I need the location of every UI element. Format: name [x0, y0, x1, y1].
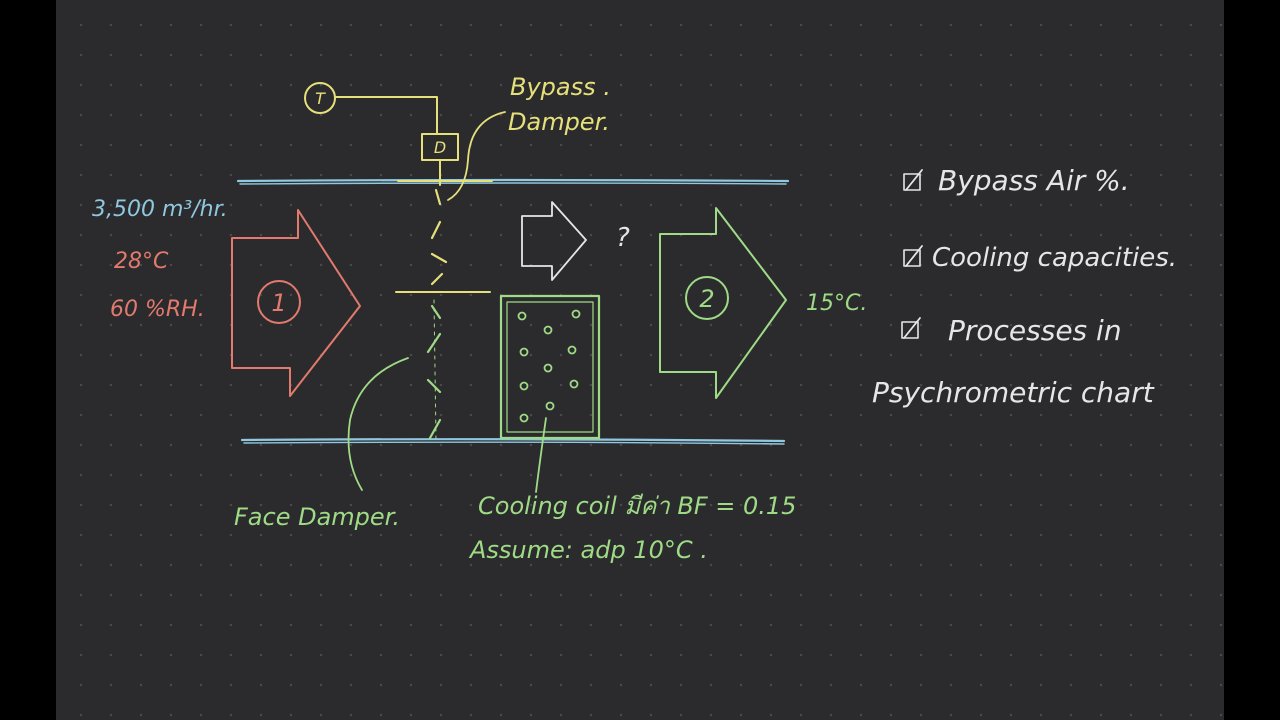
face-damper-label: Face Damper.: [234, 503, 400, 531]
checkmark: [903, 317, 921, 339]
inlet-air-arrow: [231, 209, 361, 397]
bypass-unknown-label: ?: [616, 223, 630, 253]
outlet-air-arrow: [659, 207, 787, 399]
duct-top-wall-2: [239, 182, 787, 185]
checklist-item-text: Bypass Air %.: [938, 164, 1130, 197]
blade: [430, 272, 444, 286]
duct-bottom-wall: [240, 438, 786, 443]
coil-dot: [569, 379, 579, 389]
coil-leader: [535, 417, 547, 493]
cooling-coil-inner: [506, 301, 594, 433]
coil-dot: [543, 363, 553, 373]
coil-dot: [567, 345, 577, 355]
coil-dot: [519, 381, 529, 391]
duct-top-wall: [236, 178, 790, 183]
state-1-marker: [257, 280, 301, 324]
state-1-label: 1: [271, 289, 286, 317]
checkmark: [905, 169, 923, 191]
blade: [428, 418, 442, 440]
checklist-item-text: Processes in: [948, 314, 1122, 347]
control-wire: [335, 96, 438, 135]
whiteboard-canvas: [56, 0, 1224, 720]
blade: [426, 378, 442, 394]
face-damper-blades: [426, 299, 442, 441]
flow-rate-label: 3,500 m³/hr.: [92, 197, 228, 222]
duct: [236, 178, 790, 445]
outlet-temperature: 15°C.: [806, 291, 867, 316]
coil-dot: [543, 325, 553, 335]
blade: [430, 252, 448, 264]
bypass-damper-label-line2: Damper.: [508, 108, 610, 136]
duct-bottom-wall-2: [243, 441, 785, 445]
checkbox-checked-icon: [903, 173, 921, 191]
actuator-label: D: [434, 138, 446, 157]
damper-axis: [433, 299, 437, 441]
checkbox-checked-icon: [903, 249, 921, 267]
blade: [430, 220, 442, 240]
thermostat-icon: [304, 82, 336, 114]
coil-dot: [519, 413, 529, 423]
coil-dot: [545, 401, 555, 411]
inlet-temperature: 28°C: [114, 249, 169, 274]
blade: [426, 332, 442, 354]
bypass-damper-label-line1: Bypass .: [510, 73, 611, 101]
adp-assumption-note: Assume: adp 10°C .: [468, 536, 708, 564]
blade: [430, 304, 442, 320]
coil-dot: [519, 347, 529, 357]
state-2-marker: [685, 276, 729, 320]
state-2-label: 2: [699, 285, 714, 313]
coil-bypass-factor-note: Cooling coil มีค่า BF = 0.15: [478, 492, 796, 520]
coil-dots: [517, 309, 581, 423]
checkbox-checked-icon: [901, 321, 919, 339]
checklist-item-1: Bypass Air %.: [903, 164, 1130, 197]
bypass-air-arrow: [521, 201, 587, 281]
checklist-continuation: Psychrometric chart: [872, 376, 1155, 409]
coil-dot: [571, 309, 581, 319]
face-damper-leader: [347, 357, 409, 491]
checklist-item-3: Processes in: [901, 314, 1122, 347]
control-system: [304, 82, 459, 186]
checkmark: [905, 245, 923, 267]
cooling-coil: [499, 294, 601, 440]
task-checklist: Bypass Air %. Cooling capacities. Proces…: [872, 164, 1177, 409]
checklist-item-2: Cooling capacities.: [903, 243, 1177, 273]
checklist-item-text: Cooling capacities.: [932, 243, 1177, 273]
coil-dot: [517, 311, 527, 321]
thermostat-label: T: [315, 89, 326, 108]
inlet-humidity: 60 %RH.: [110, 297, 205, 322]
blade: [434, 188, 442, 206]
bypass-damper-leader: [447, 111, 506, 201]
bypass-damper-blades: [430, 188, 448, 286]
